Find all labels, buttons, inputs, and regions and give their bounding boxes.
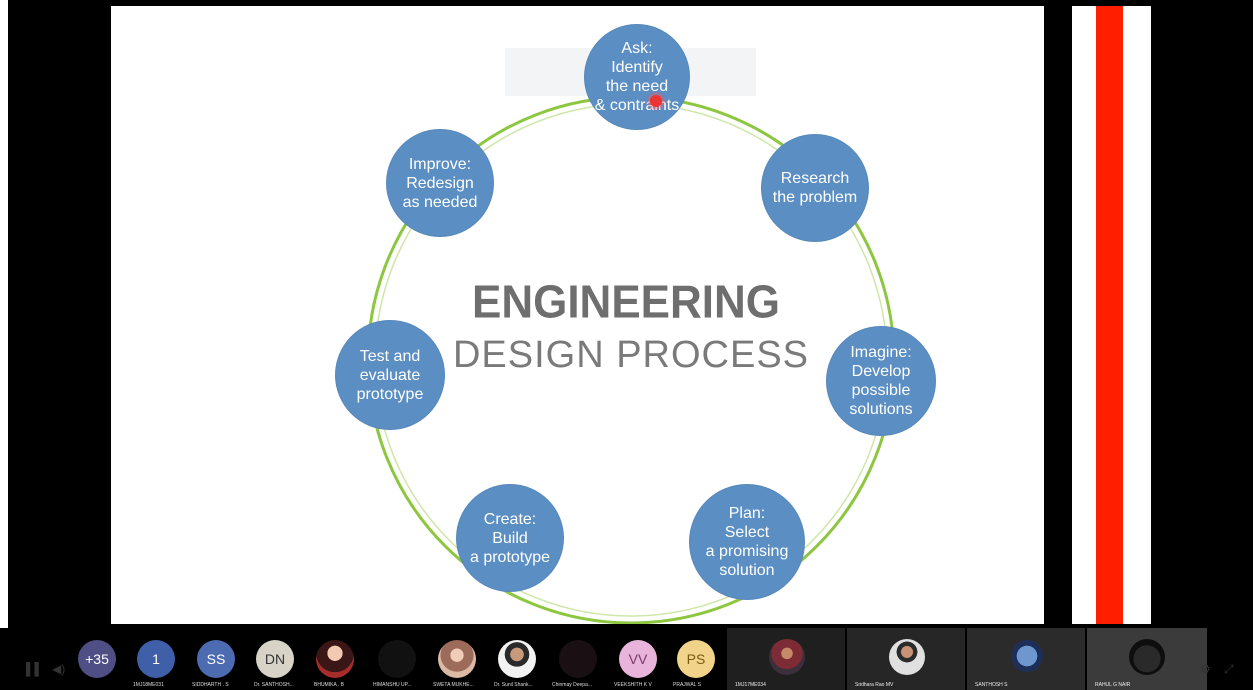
white-stripe-right [1123,6,1151,624]
pause-icon[interactable]: ▌▌ [26,662,44,676]
participant-avatar[interactable]: PS [677,640,715,678]
video-tile-name: RAHUL G NAIR [1095,682,1131,688]
participant-photo-avatar[interactable] [498,640,536,678]
participant-photo-avatar[interactable] [378,640,416,678]
slide-heading-engineering: ENGINEERING [471,276,781,329]
step-ask: Ask: Identify the need & contraints [584,24,690,130]
video-tile-photo [1011,640,1043,672]
presentation-slide: Itsa... Ask: Identify the need & contrai… [111,6,1044,624]
video-tile[interactable]: SANTHOSH S [967,628,1085,690]
slide-heading-design-process: DESIGN PROCESS [452,334,810,376]
laser-pointer-dot [650,95,662,107]
step-improve: Improve: Redesign as needed [386,129,494,237]
participant-name: Dr. SANTHOSH... [254,682,294,688]
participant-name: BHUMIKA . B [314,682,345,688]
participant-initials: VV [628,651,648,667]
participant-photo-avatar[interactable] [316,640,354,678]
participant-avatar[interactable]: DN [256,640,294,678]
more-participants-button[interactable]: +35 [78,640,116,678]
participant-initials: PS [686,651,706,667]
right-stripes-panel [1044,6,1151,624]
participant-photo-avatar[interactable] [559,640,597,678]
step-research: Research the problem [761,134,869,242]
video-tile-name: 1MJ17ME034 [735,682,766,688]
participant-name: Chinmay Deepa... [552,682,593,688]
white-stripe-left [1072,6,1096,624]
participant-initials: DN [264,651,286,667]
participant-name: 1MJ18ME031 [133,682,164,688]
more-participants-count: +35 [85,651,109,667]
left-edge-bar [0,0,8,628]
red-stripe [1096,6,1123,624]
participant-name: SIDDHARTH . S [192,682,229,688]
participant-name: Dr. Sunil Shank... [494,682,533,688]
participant-initials: SS [206,651,226,667]
video-tile-photo [1129,639,1165,675]
participant-photo-avatar[interactable] [438,640,476,678]
video-tile-name: Sridhara Rao MV [855,682,894,688]
video-tile[interactable]: Sridhara Rao MV [847,628,965,690]
step-test: Test and evaluate prototype [335,320,445,430]
participant-name: PRAJWAL S [673,682,701,688]
participant-initials: 1 [152,651,160,667]
participant-name: VEEKSHITH K V [614,682,652,688]
participant-name: HIMANSHU UP... [373,682,412,688]
video-tile[interactable]: RAHUL G NAIR [1087,628,1207,690]
video-tile-photo [889,639,925,675]
participant-avatar[interactable]: SS [197,640,235,678]
step-imagine: Imagine: Develop possible solutions [826,326,936,436]
video-tile-name: SANTHOSH S [975,682,1008,688]
participant-avatar[interactable]: 1 [137,640,175,678]
settings-icon[interactable]: ⚙ [1200,662,1211,676]
participant-avatar[interactable]: VV [619,640,657,678]
expand-icon[interactable]: ⤢ [1224,662,1234,676]
video-tile-photo [769,639,805,675]
participant-name: SWETA MUKHE... [433,682,474,688]
video-tile[interactable]: 1MJ17ME034 [727,628,845,690]
step-create: Create: Build a prototype [456,484,564,592]
step-plan: Plan: Select a promising solution [689,484,805,600]
volume-icon[interactable]: ◀) [52,662,66,676]
